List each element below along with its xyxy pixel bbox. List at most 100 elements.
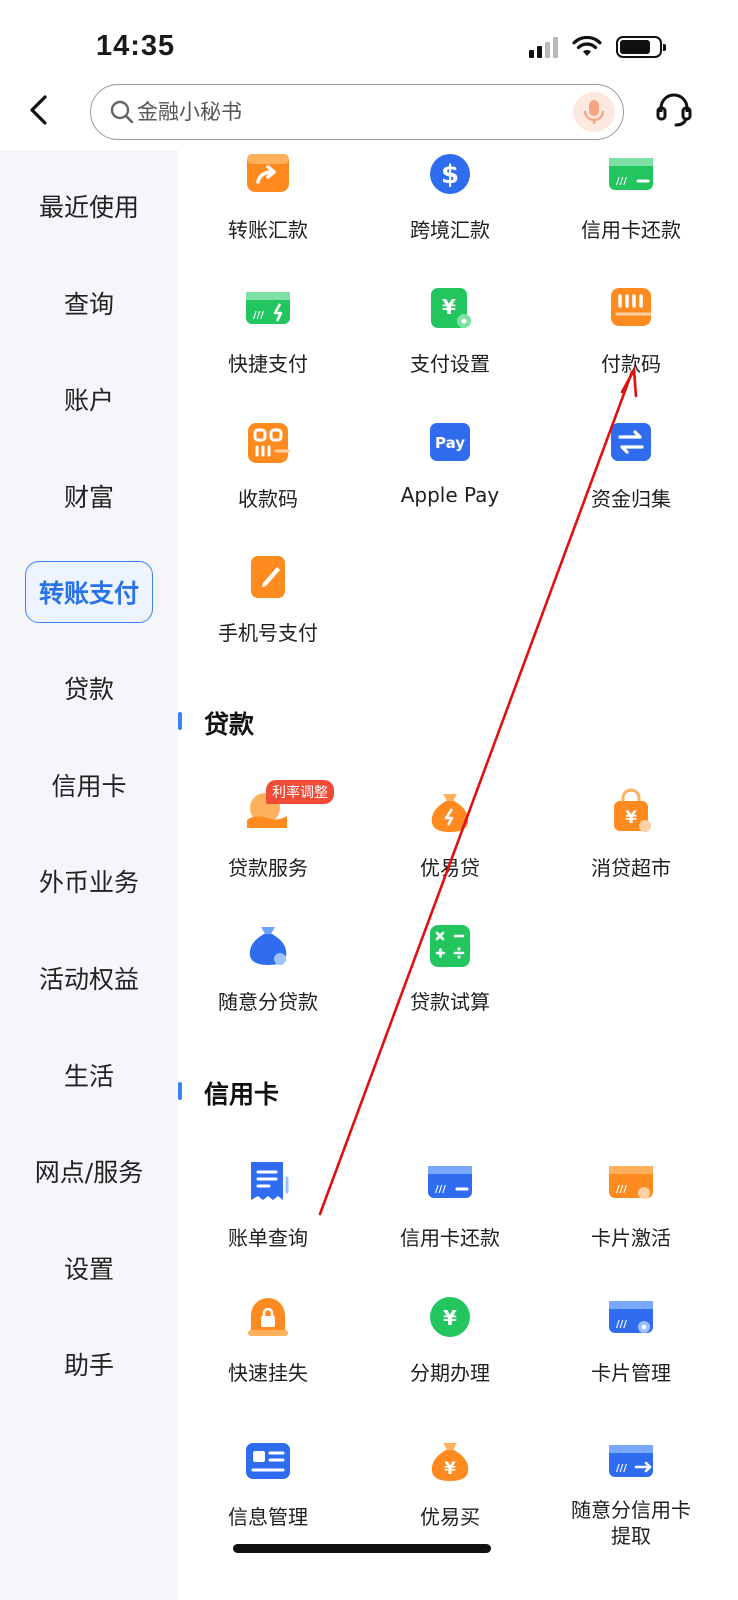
card-key-icon: ///: [609, 1166, 653, 1199]
pay-icon: Pay: [430, 423, 470, 461]
tile-receive-code[interactable]: 收款码: [178, 419, 358, 512]
sidebar-item-query[interactable]: 查询: [0, 273, 178, 333]
home-indicator: [233, 1544, 491, 1553]
sidebar-item-credit-card[interactable]: 信用卡: [0, 755, 178, 815]
tile-label: 优易买: [420, 1505, 480, 1529]
tile-quick-report-loss[interactable]: 快速挂失: [178, 1293, 358, 1386]
tile-youyidai[interactable]: 优易贷: [360, 788, 540, 881]
status-time: 14:35: [96, 30, 176, 62]
money-bag-icon: [431, 794, 469, 832]
section-indicator: [178, 1082, 182, 1100]
card-lightning-icon: ///: [246, 292, 290, 324]
tile-cross-border[interactable]: $ 跨境汇款: [360, 150, 540, 243]
tile-label: 跨境汇款: [410, 218, 490, 242]
tile-payment-settings[interactable]: ¥ 支付设置: [360, 284, 540, 377]
tile-payment-code[interactable]: 付款码: [541, 284, 721, 377]
tile-loan-calculator[interactable]: 贷款试算: [360, 922, 540, 1015]
qr-code-icon: [248, 423, 291, 463]
svg-text:$: $: [441, 160, 459, 190]
tile-label: 贷款试算: [410, 990, 490, 1014]
svg-text:¥: ¥: [442, 295, 456, 319]
svg-text:¥: ¥: [625, 808, 637, 828]
tile-label: 随意分贷款: [218, 990, 318, 1014]
card-arrow-icon: ///: [609, 1445, 653, 1477]
category-sidebar: 最近使用 查询 账户 财富 转账支付 贷款 信用卡 外币业务 活动权益 生活 网…: [0, 150, 178, 1600]
tile-label: 贷款服务: [228, 856, 308, 880]
search-bar[interactable]: [90, 84, 624, 140]
transfer-icon: [247, 154, 289, 192]
svg-text:///: ///: [435, 1184, 446, 1195]
tile-label: 信息管理: [228, 1505, 308, 1529]
sidebar-item-life[interactable]: 生活: [0, 1045, 178, 1105]
sidebar-item-transfer-payment[interactable]: 转账支付: [0, 561, 178, 623]
tile-installment[interactable]: ¥ 分期办理: [360, 1293, 540, 1386]
yuan-gear-icon: ¥: [431, 288, 471, 328]
sidebar-item-label: 网点/服务: [34, 1158, 144, 1187]
tile-apple-pay[interactable]: Pay Apple Pay: [360, 419, 540, 507]
tile-fund-collection[interactable]: 资金归集: [541, 419, 721, 512]
microphone-icon: [583, 100, 605, 124]
sidebar-item-label: 财富: [63, 483, 114, 512]
sidebar-item-assistant[interactable]: 助手: [0, 1334, 178, 1394]
rate-adjust-badge: 利率调整: [266, 780, 334, 804]
section-title-loan: 贷款: [204, 710, 255, 739]
tile-credit-repay[interactable]: /// 信用卡还款: [541, 150, 721, 243]
search-input[interactable]: [137, 95, 557, 129]
service-grid: 转账汇款 $ 跨境汇款 /// 信用卡还款 /// 快捷支付 ¥ 支付设置: [178, 150, 738, 1600]
sidebar-item-foreign-currency[interactable]: 外币业务: [0, 851, 178, 911]
section-title-credit-card: 信用卡: [204, 1080, 280, 1109]
tile-bill-query[interactable]: 账单查询: [178, 1158, 358, 1251]
card-icon: ///: [428, 1166, 472, 1198]
header: [0, 80, 738, 146]
tile-transfer[interactable]: 转账汇款: [178, 150, 358, 243]
cellular-signal-icon: [529, 36, 558, 58]
sidebar-item-label: 账户: [63, 386, 114, 415]
tile-label: 手机号支付: [218, 621, 318, 645]
tile-credit-repay-2[interactable]: /// 信用卡还款: [360, 1158, 540, 1251]
tile-label: 账单查询: [228, 1226, 308, 1250]
tile-loan-service[interactable]: 贷款服务 利率调整: [178, 780, 358, 881]
sidebar-item-branch-service[interactable]: 网点/服务: [0, 1141, 178, 1201]
tile-label: 分期办理: [410, 1361, 490, 1385]
barcode-icon: [611, 288, 652, 326]
tile-card-activation[interactable]: /// 卡片激活: [541, 1158, 721, 1251]
sidebar-item-label: 查询: [63, 290, 114, 319]
shopping-bag-icon: ¥: [614, 788, 651, 832]
voice-button[interactable]: [573, 92, 615, 132]
tile-suiyifen-loan[interactable]: 随意分贷款: [178, 922, 358, 1015]
sidebar-item-settings[interactable]: 设置: [0, 1238, 178, 1298]
sidebar-item-recent[interactable]: 最近使用: [0, 176, 178, 236]
tile-suiyifen-card-withdraw[interactable]: /// 随意分信用卡提取: [541, 1437, 721, 1549]
sidebar-item-label: 活动权益: [38, 965, 139, 994]
calculator-icon: [430, 925, 470, 967]
tile-consumer-loan-market[interactable]: ¥ 消贷超市: [541, 788, 721, 881]
yuan-circle-icon: ¥: [430, 1297, 470, 1337]
customer-service-icon[interactable]: [654, 90, 694, 130]
tile-phone-pay[interactable]: 手机号支付: [178, 553, 358, 646]
blue-bag-icon: [249, 927, 287, 965]
sidebar-item-label: 设置: [63, 1255, 114, 1284]
section-indicator: [178, 712, 182, 730]
tile-card-management[interactable]: /// 卡片管理: [541, 1293, 721, 1386]
phone-edit-icon: [251, 556, 285, 598]
sidebar-item-label: 贷款: [63, 675, 114, 704]
sidebar-item-account[interactable]: 账户: [0, 369, 178, 429]
sidebar-item-wealth[interactable]: 财富: [0, 466, 178, 526]
svg-text:¥: ¥: [444, 1459, 456, 1479]
tile-youyimai[interactable]: ¥ 优易买: [360, 1437, 540, 1530]
tile-label: Apple Pay: [400, 483, 500, 507]
tile-label: 随意分信用卡提取: [571, 1498, 691, 1548]
svg-text:///: ///: [616, 1184, 627, 1195]
tile-quick-pay[interactable]: /// 快捷支付: [178, 284, 358, 377]
tile-label: 付款码: [601, 352, 661, 376]
svg-text:¥: ¥: [443, 1306, 457, 1330]
back-arrow-icon[interactable]: [22, 92, 58, 128]
tile-info-management[interactable]: 信息管理: [178, 1437, 358, 1530]
sidebar-item-label: 生活: [63, 1062, 114, 1091]
sidebar-item-label: 转账支付: [24, 561, 153, 623]
sidebar-item-activities[interactable]: 活动权益: [0, 948, 178, 1008]
card-icon: ///: [609, 158, 653, 190]
status-icons: [529, 36, 666, 58]
search-icon: [110, 100, 134, 124]
sidebar-item-loan[interactable]: 贷款: [0, 658, 178, 718]
